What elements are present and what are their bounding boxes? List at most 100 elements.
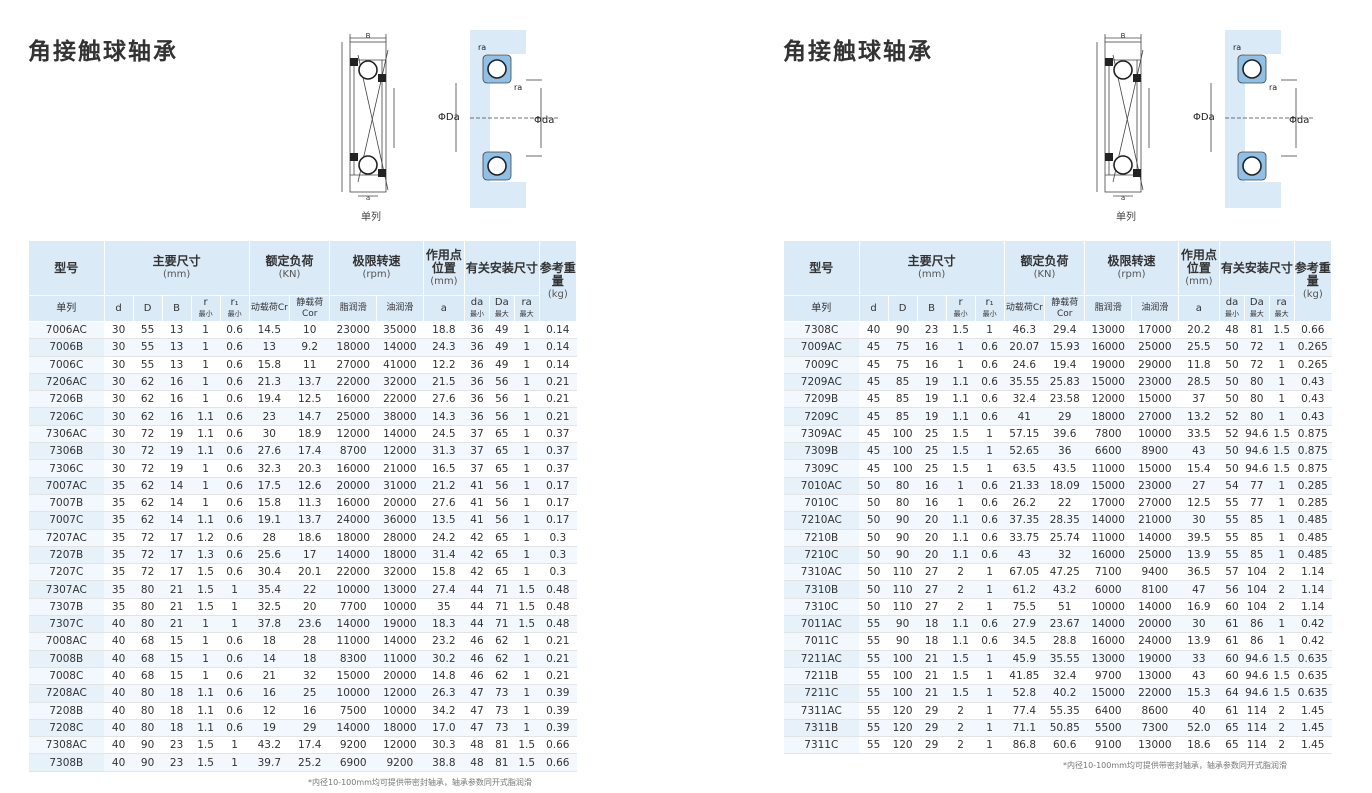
- cell-cr: 63.5: [1004, 459, 1045, 478]
- col-single-row: 单列: [28, 295, 105, 322]
- cell-Da: 62: [489, 667, 515, 686]
- cell-r: 1.1: [946, 632, 976, 651]
- cell-cr: 13: [249, 338, 290, 357]
- cell-Da: 65: [489, 442, 515, 461]
- cell-r: 2: [946, 736, 976, 755]
- col-cr: 动载荷Cr: [1003, 295, 1046, 322]
- cell-D: 90: [888, 511, 918, 530]
- cell-da: 44: [464, 615, 490, 634]
- col-cr: 动载荷Cr: [248, 295, 291, 322]
- cell-B: 27: [917, 563, 947, 582]
- cell-oil: 21000: [376, 459, 424, 478]
- cell-D: 90: [888, 529, 918, 547]
- cell-grease: 23000: [329, 321, 377, 340]
- cell-da: 47: [464, 684, 490, 703]
- cell-ra: 1: [1269, 477, 1295, 495]
- cell-r: 1.1: [191, 702, 221, 720]
- cell-oil: 10000: [1131, 425, 1179, 444]
- cell-d: 35: [104, 546, 134, 565]
- cell-Da: 86: [1244, 632, 1270, 651]
- cell-da: 61: [1219, 632, 1245, 651]
- col-action-point-header: 作用点位置(mm): [422, 240, 466, 296]
- col-d: d: [858, 295, 889, 322]
- cell-D: 62: [133, 477, 163, 495]
- cell-D: 85: [888, 407, 918, 426]
- cell-da: 37: [464, 442, 490, 461]
- cell-cr: 32.4: [1004, 390, 1045, 409]
- header-row-1: 型号 主要尺寸(mm) 额定负荷(KN) 极限转速(rpm) 作用点位置(mm)…: [783, 240, 1333, 322]
- cell-ra: 1: [514, 529, 540, 547]
- cell-model: 7207B: [28, 546, 105, 565]
- cell-r1: 0.6: [220, 459, 250, 478]
- cell-ra: 1: [1269, 546, 1295, 565]
- cell-d: 55: [859, 632, 889, 651]
- cell-cor: 15.93: [1044, 338, 1085, 357]
- cell-weight: 1.45: [1294, 719, 1332, 738]
- cell-da: 36: [464, 356, 490, 374]
- cell-D: 80: [888, 477, 918, 495]
- cell-r1: 0.6: [220, 338, 250, 357]
- cell-Da: 71: [489, 615, 515, 634]
- cell-a: 39.5: [1178, 529, 1220, 547]
- cell-r: 1.5: [946, 442, 976, 461]
- cell-da: 61: [1219, 615, 1245, 634]
- cell-r1: 1: [975, 667, 1005, 686]
- cell-model: 7208AC: [28, 684, 105, 703]
- cell-a: 24.3: [423, 338, 465, 357]
- cell-ra: 1: [514, 442, 540, 461]
- col-a: a: [422, 295, 466, 322]
- cell-Da: 94.6: [1244, 459, 1270, 478]
- cell-D: 55: [133, 338, 163, 357]
- cell-Da: 65: [489, 459, 515, 478]
- cell-d: 55: [859, 667, 889, 686]
- cell-weight: 0.14: [539, 321, 577, 340]
- cell-r1: 0.6: [975, 477, 1005, 495]
- cell-da: 48: [464, 753, 490, 772]
- cell-cor: 60.6: [1044, 736, 1085, 755]
- cell-oil: 24000: [1131, 632, 1179, 651]
- cell-B: 17: [162, 529, 192, 547]
- cell-r1: 0.6: [975, 529, 1005, 547]
- cell-model: 7006C: [28, 356, 105, 374]
- cell-d: 50: [859, 529, 889, 547]
- cell-D: 100: [888, 459, 918, 478]
- cell-oil: 13000: [1131, 667, 1179, 686]
- cell-r: 1.5: [191, 736, 221, 755]
- col-single-row: 单列: [783, 295, 860, 322]
- cell-D: 72: [133, 563, 163, 582]
- cell-B: 19: [162, 442, 192, 461]
- label-ra-inner: ra: [514, 83, 522, 92]
- cell-grease: 7500: [329, 702, 377, 720]
- cell-model: 7011AC: [783, 615, 860, 634]
- cell-da: 47: [464, 719, 490, 738]
- cell-ra: 1: [514, 632, 540, 651]
- cell-d: 50: [859, 598, 889, 617]
- cell-d: 50: [859, 563, 889, 582]
- cell-r: 1.1: [191, 719, 221, 738]
- cell-r: 1.1: [946, 373, 976, 392]
- cell-ra: 1: [514, 511, 540, 530]
- cell-B: 23: [917, 321, 947, 340]
- cell-a: 12.2: [423, 356, 465, 374]
- cell-D: 62: [133, 511, 163, 530]
- cell-ra: 1: [1269, 356, 1295, 374]
- page-left: 角接触球轴承 B a: [28, 0, 588, 793]
- label-a: a: [1121, 194, 1125, 202]
- cell-B: 16: [162, 373, 192, 392]
- cell-B: 20: [917, 511, 947, 530]
- cell-model: 7006B: [28, 338, 105, 357]
- cell-da: 48: [1219, 321, 1245, 340]
- cell-D: 90: [133, 753, 163, 772]
- cell-r: 1: [191, 390, 221, 409]
- col-D: D: [132, 295, 163, 322]
- cell-da: 55: [1219, 511, 1245, 530]
